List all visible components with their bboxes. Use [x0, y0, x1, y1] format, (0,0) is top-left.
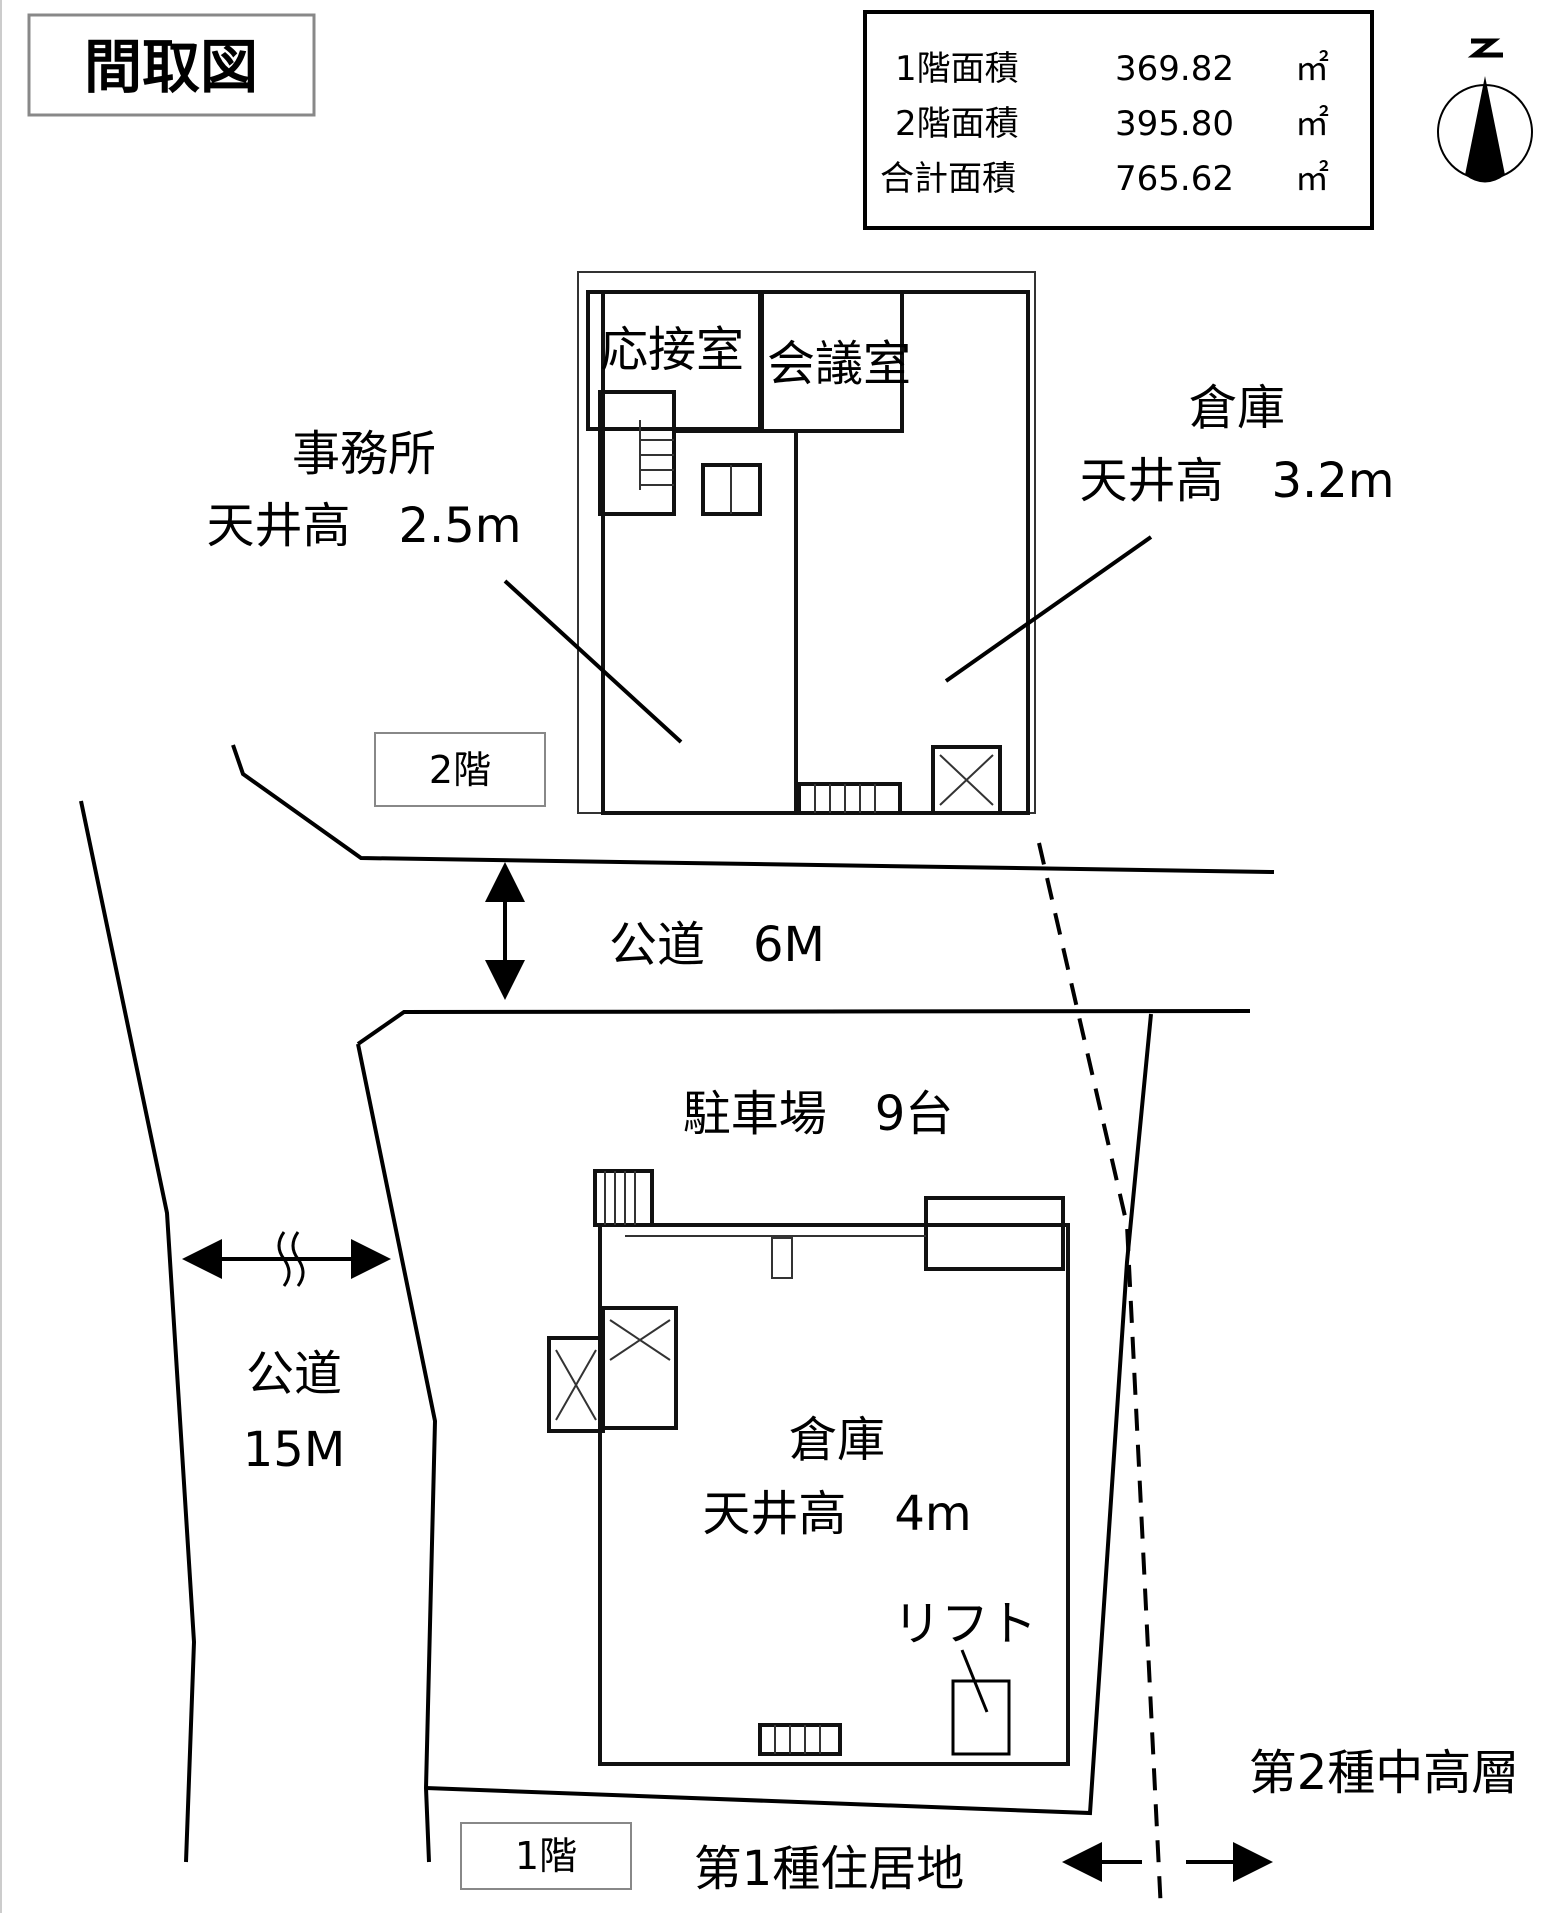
room-label-reception: 応接室	[600, 322, 744, 378]
lot-left-boundary	[356, 1043, 438, 1863]
office-leader-line	[503, 579, 683, 744]
zone-2-label: 第2種中高層	[1249, 1745, 1520, 1801]
office-ceiling-label: 天井高 2.5m	[206, 498, 521, 554]
room-label-meeting: 会議室	[767, 336, 911, 392]
zone-boundary-dashed	[1037, 842, 1163, 1912]
lift-leader-line	[960, 1649, 989, 1713]
road-front-label: 公道 6M	[609, 917, 825, 973]
area-unit: ㎡	[1295, 104, 1329, 144]
area-value-total: 765.62	[1115, 159, 1234, 199]
road-front-upper-edge	[231, 744, 1275, 874]
break-mark-icon	[277, 1231, 305, 1287]
warehouse2-leader-line	[944, 535, 1153, 683]
page-title: 間取図	[84, 33, 258, 101]
lift-label: リフト	[893, 1596, 1037, 1652]
area-label-2f: 2階面積	[895, 104, 1019, 144]
road-side-label: 公道	[246, 1346, 342, 1402]
warehouse1-label: 倉庫	[789, 1412, 885, 1468]
area-label-total: 合計面積	[880, 159, 1016, 199]
lift-box	[951, 1679, 1011, 1756]
office-label: 事務所	[292, 426, 436, 482]
warehouse1-ceiling-label: 天井高 4m	[702, 1486, 971, 1542]
title-box: 間取図	[27, 13, 316, 117]
floor2-tag-text: 2階	[429, 748, 491, 792]
compass-north-icon	[1437, 38, 1533, 183]
zone-1-label: 第1種住居地	[694, 1841, 965, 1897]
floor2-plan: 応接室 会議室	[577, 271, 1036, 815]
warehouse2-ceiling-label: 天井高 3.2m	[1079, 453, 1394, 509]
area-value-2f: 395.80	[1115, 104, 1234, 144]
floor2-tag: 2階	[374, 732, 546, 807]
area-unit: ㎡	[1295, 159, 1329, 199]
floor1-tag-text: 1階	[515, 1834, 577, 1878]
warehouse2-label: 倉庫	[1189, 380, 1285, 436]
floor1-plan	[547, 1169, 1070, 1766]
area-table: 1階面積 369.82 ㎡ 2階面積 395.80 ㎡ 合計面積 765.62 …	[863, 10, 1374, 230]
floor1-tag: 1階	[460, 1822, 632, 1890]
area-label-1f: 1階面積	[895, 49, 1019, 89]
road-side-width: 15M	[243, 1422, 346, 1478]
road-side-edge	[79, 800, 197, 1863]
area-unit: ㎡	[1295, 49, 1329, 89]
area-value-1f: 369.82	[1115, 49, 1234, 89]
parking-label: 駐車場 9台	[683, 1086, 954, 1142]
road-front-lower-edge	[356, 1009, 1251, 1046]
lot-boundary	[425, 1013, 1153, 1816]
